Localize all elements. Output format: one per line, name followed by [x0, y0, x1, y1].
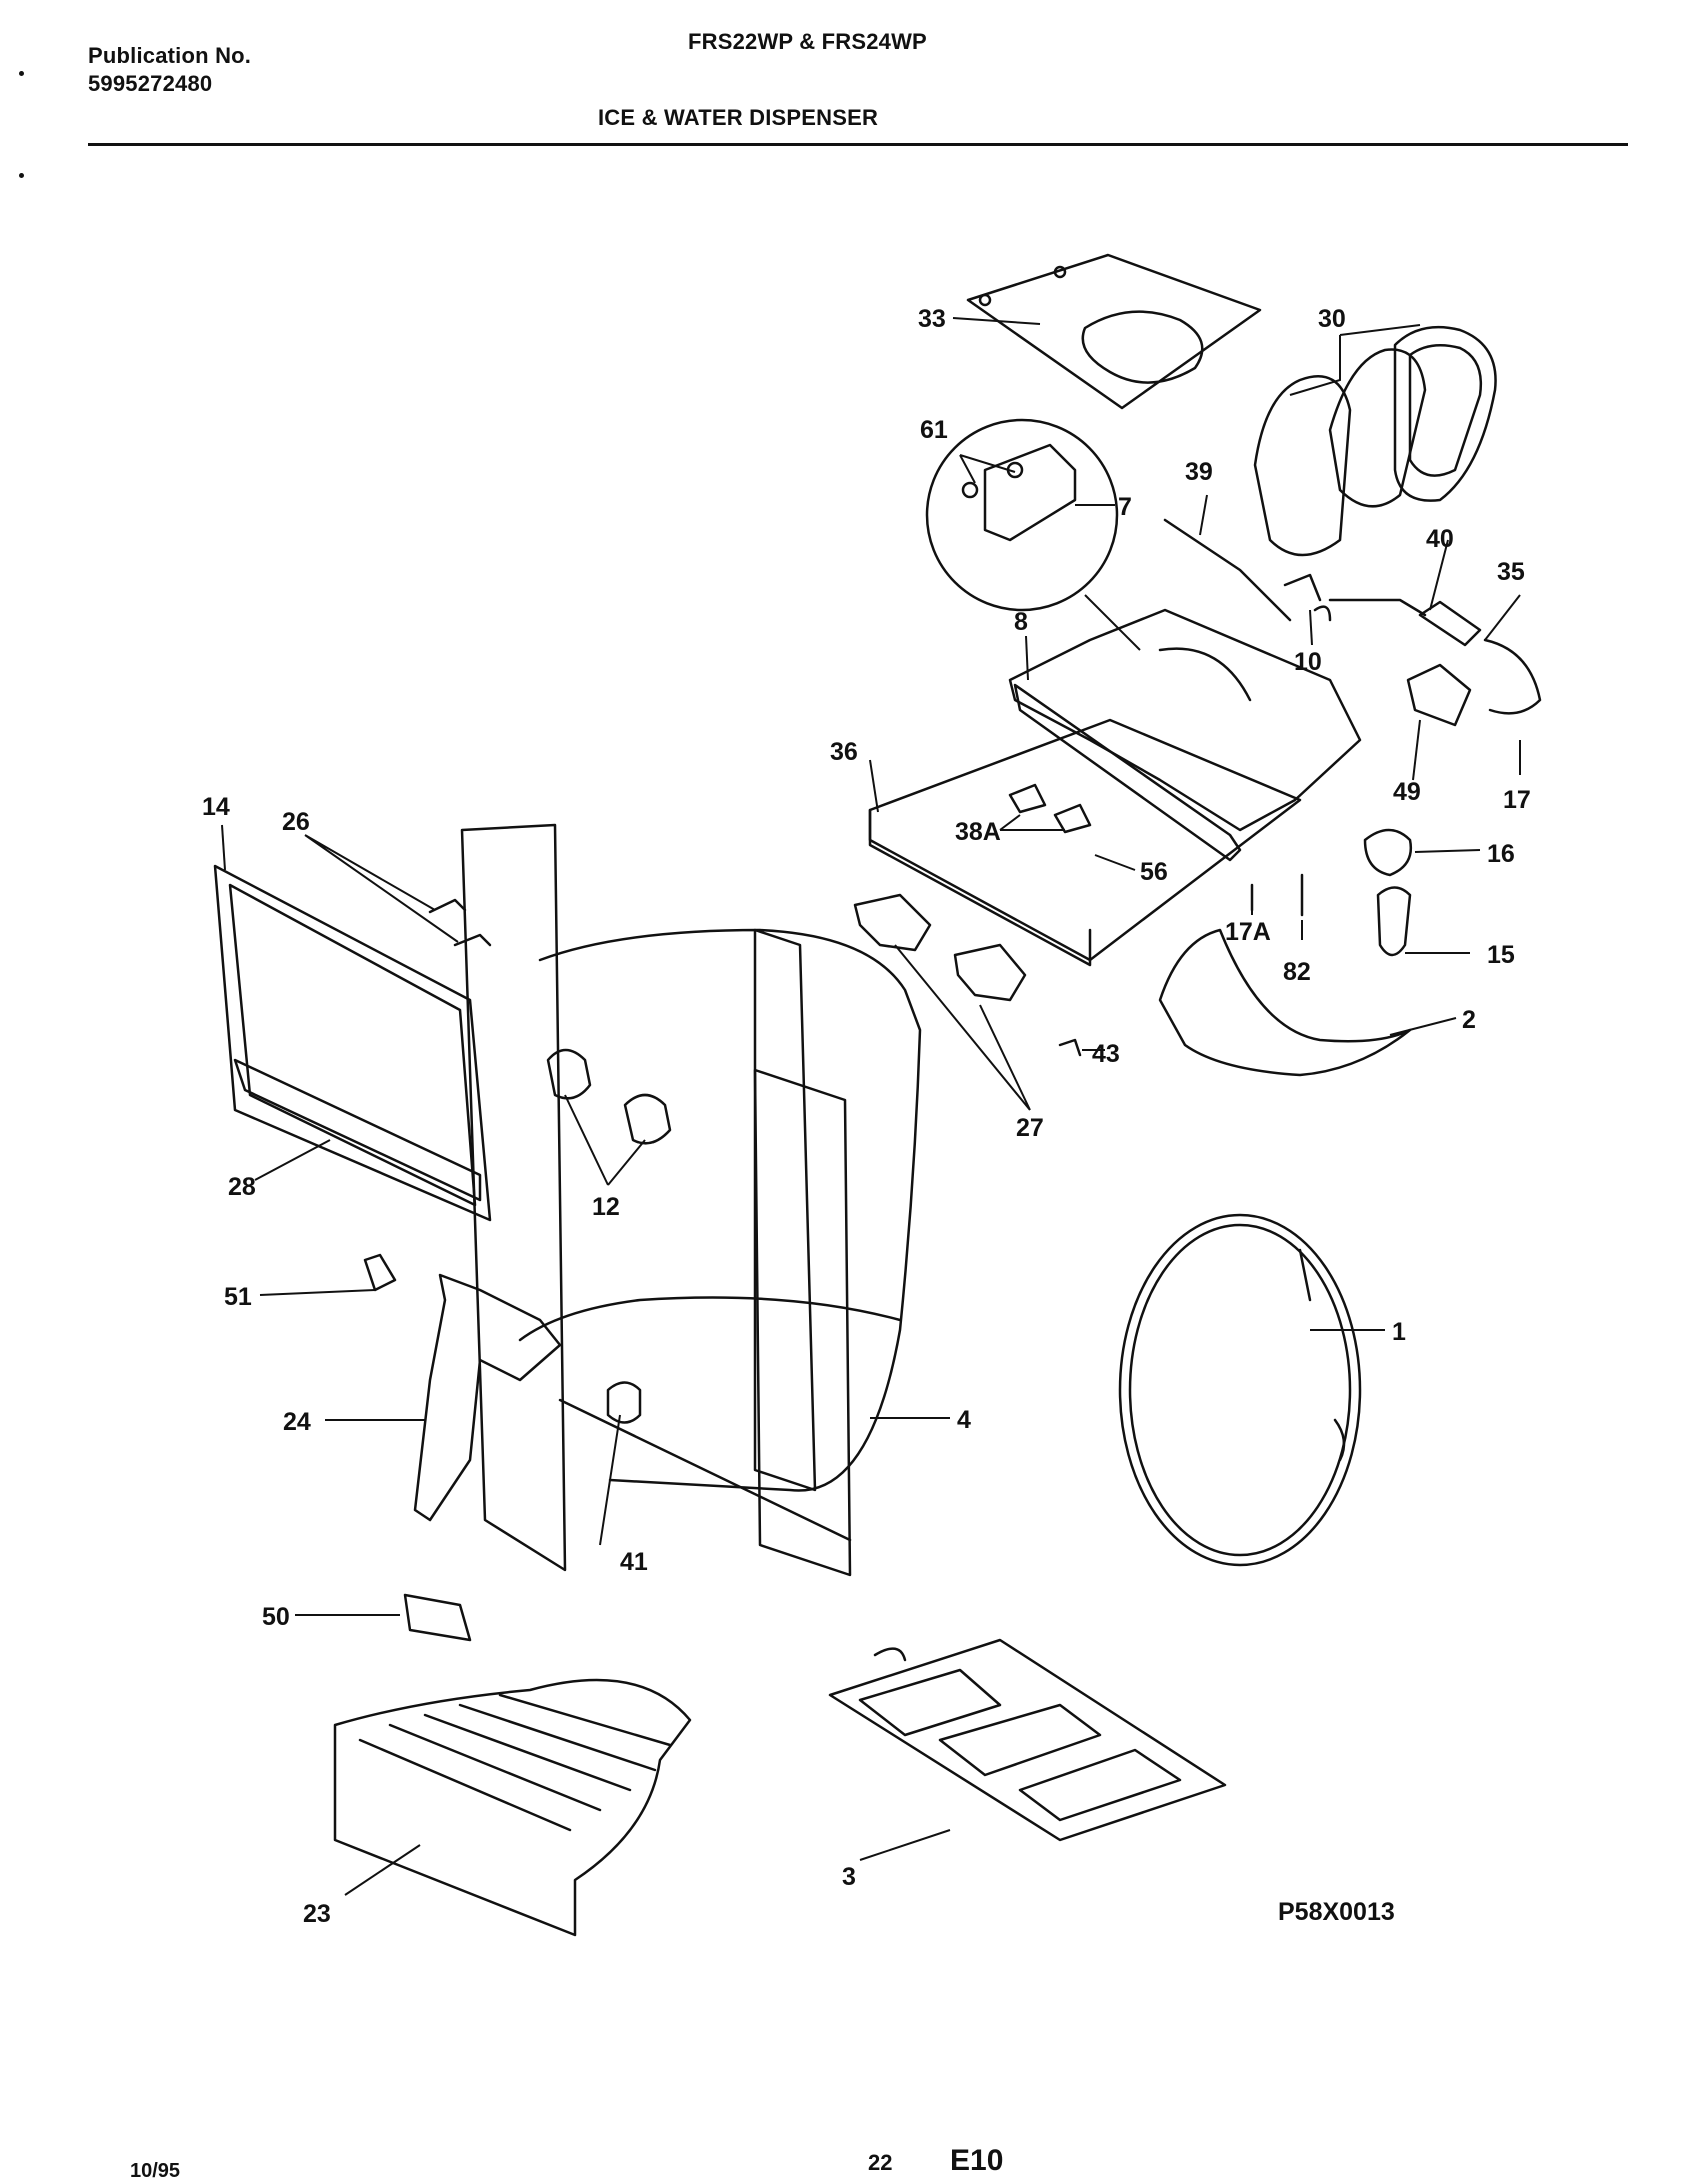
- part-1-water-tubing: [1118, 1213, 1362, 1567]
- callout-36: 36: [830, 738, 858, 766]
- callout-2: 2: [1462, 1006, 1476, 1034]
- callout-41: 41: [620, 1548, 648, 1576]
- section-code: E10: [950, 2144, 1004, 2177]
- part-2-wire-harness: [1158, 928, 1412, 1077]
- callout-35: 35: [1497, 558, 1525, 586]
- section-title: ICE & WATER DISPENSER: [598, 105, 879, 130]
- part-23-drip-tray: [333, 1678, 692, 1937]
- callout-17A: 17A: [1225, 918, 1271, 946]
- callout-33: 33: [918, 305, 946, 333]
- part-51-24-actuator-arm: [363, 1253, 642, 1642]
- page-number: 22: [868, 2150, 893, 2175]
- callout-38A: 38A: [955, 818, 1001, 846]
- callout-28: 28: [228, 1173, 256, 1201]
- callout-43: 43: [1092, 1040, 1120, 1068]
- callout-4: 4: [957, 1406, 971, 1434]
- part-27-switch-brackets: [853, 783, 1092, 1057]
- callout-50: 50: [262, 1603, 290, 1631]
- callout-8: 8: [1014, 608, 1028, 636]
- callout-15: 15: [1487, 941, 1515, 969]
- callout-51: 51: [224, 1283, 252, 1311]
- drawing-number: P58X0013: [1278, 1898, 1395, 1926]
- header-rule: [88, 143, 1628, 146]
- publication-label: Publication No.: [88, 43, 252, 68]
- publication-number: 5995272480: [88, 71, 213, 96]
- part-12-paddles: [546, 1048, 672, 1145]
- callout-7: 7: [1118, 493, 1132, 521]
- callout-24: 24: [283, 1408, 311, 1436]
- callout-3: 3: [842, 1863, 856, 1891]
- callout-49: 49: [1393, 778, 1421, 806]
- footer-date: 10/95: [130, 2160, 181, 2182]
- model-numbers: FRS22WP & FRS24WP: [688, 29, 927, 54]
- callout-1: 1: [1392, 1318, 1406, 1346]
- callout-30: 30: [1318, 305, 1346, 333]
- part-14-28-fill-frame: [213, 864, 492, 1222]
- callout-labels: 33 30 61 7 39 40 35 8 10 49 17 36 38A 56…: [202, 305, 1531, 1928]
- leader-lines: [221, 317, 1521, 1896]
- callout-56: 56: [1140, 858, 1168, 886]
- callout-39: 39: [1185, 458, 1213, 486]
- callout-23: 23: [303, 1900, 331, 1928]
- part-26-screws: [428, 898, 492, 947]
- callout-40: 40: [1426, 525, 1454, 553]
- part-8-dispenser-housing: [868, 608, 1362, 967]
- part-3-heater: [828, 1638, 1227, 1842]
- part-16-15-light-socket-bulb: [1250, 828, 1413, 957]
- margin-mark: [19, 173, 24, 178]
- callout-12: 12: [592, 1193, 620, 1221]
- callout-16: 16: [1487, 840, 1515, 868]
- part-39-link-rod: [1163, 518, 1542, 727]
- part-4-housing-body: [460, 823, 922, 1577]
- callout-26: 26: [282, 808, 310, 836]
- part-33-cover-plate: [966, 253, 1262, 410]
- part-30-chute-door-assembly: [1253, 325, 1497, 557]
- callout-82: 82: [1283, 958, 1311, 986]
- callout-14: 14: [202, 793, 230, 821]
- callout-61: 61: [920, 416, 948, 444]
- callout-17: 17: [1503, 786, 1531, 814]
- detail-circle-switch: [925, 418, 1141, 651]
- callout-27: 27: [1016, 1114, 1044, 1142]
- margin-mark: [19, 71, 24, 76]
- callout-10: 10: [1294, 648, 1322, 676]
